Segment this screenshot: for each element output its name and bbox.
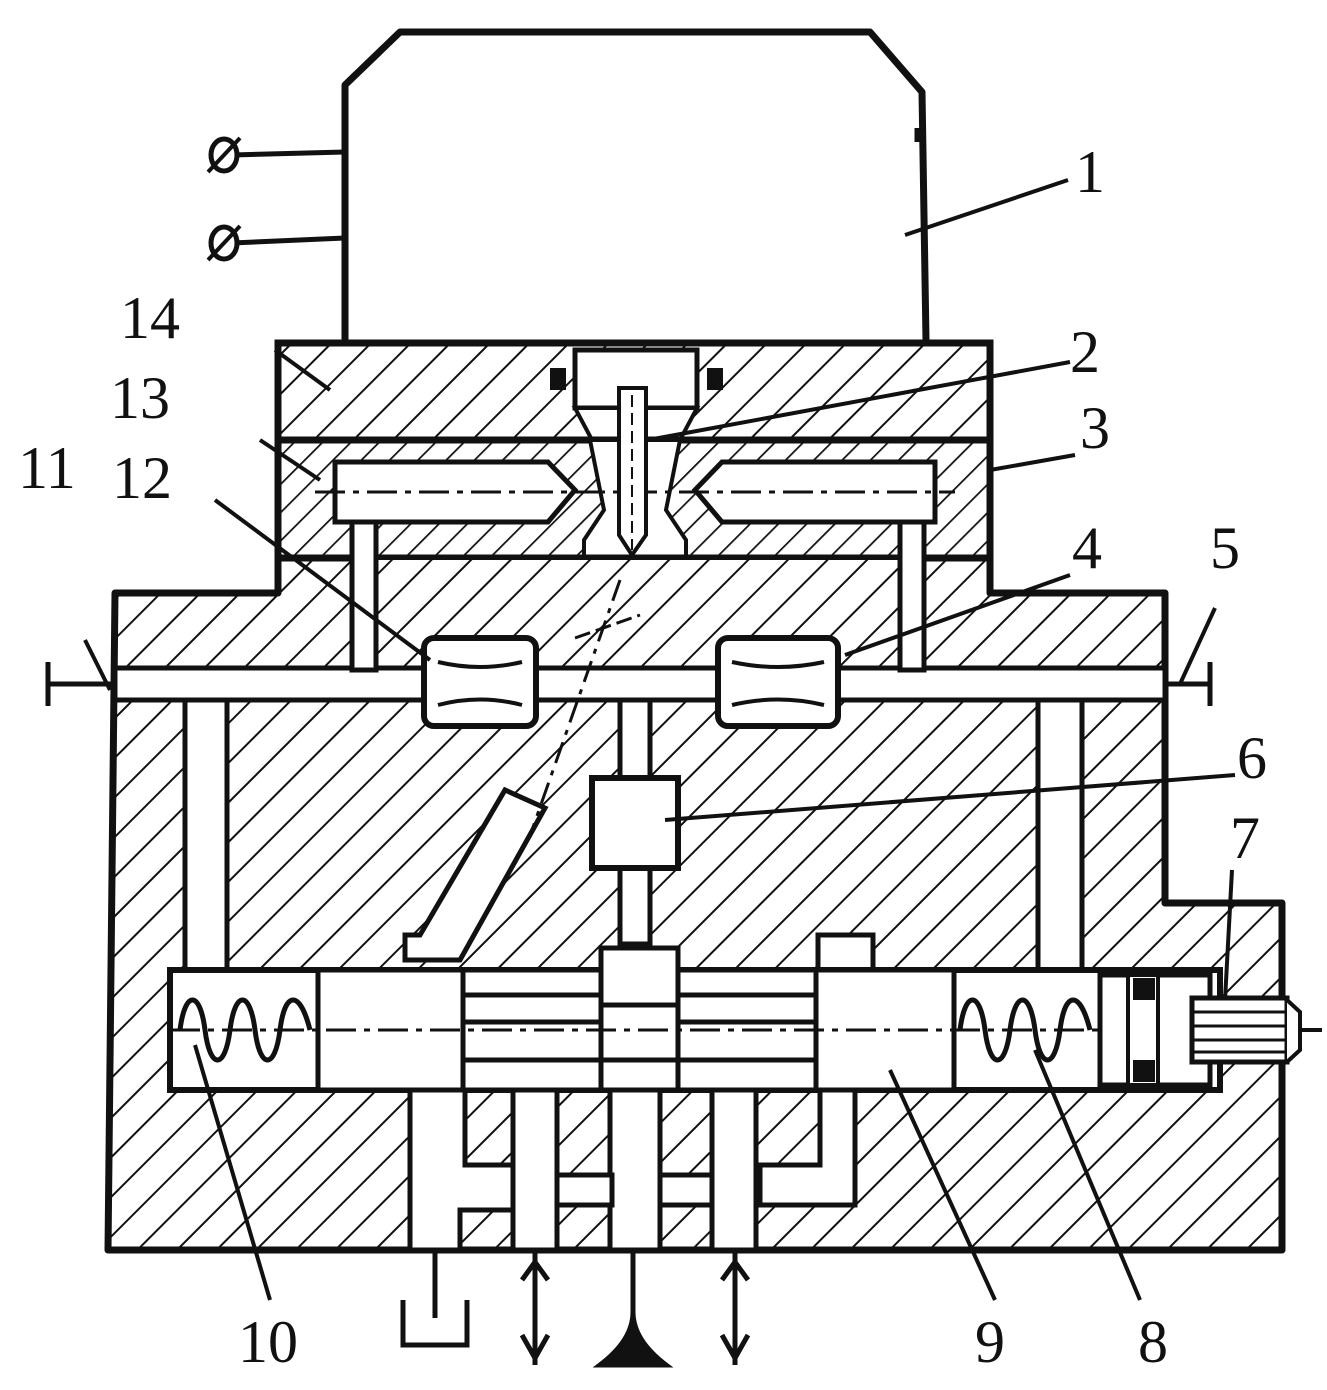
- label-3: 3: [1080, 395, 1110, 461]
- spool: [315, 945, 957, 1093]
- label-13: 13: [110, 365, 170, 431]
- fixed-orifices: [421, 635, 841, 729]
- electrical-terminals: [206, 136, 346, 262]
- label-11: 11: [18, 435, 76, 501]
- torque-motor: [341, 28, 930, 341]
- label-2: 2: [1070, 319, 1100, 385]
- label-5: 5: [1210, 515, 1240, 581]
- callout-labels: 1 2 3 4 5 6 7 8 9 10 11 12 13 14: [18, 139, 1267, 1375]
- label-8: 8: [1138, 1309, 1168, 1375]
- label-7: 7: [1230, 805, 1260, 871]
- ports-side: [45, 662, 1213, 706]
- chamber: [589, 775, 681, 871]
- flapper: [617, 386, 648, 559]
- label-10: 10: [238, 1309, 298, 1375]
- label-6: 6: [1237, 725, 1267, 791]
- leader-lines: [83, 178, 1236, 1301]
- end-plug: [1097, 972, 1322, 1088]
- top-cover: [274, 339, 994, 444]
- label-12: 12: [112, 445, 172, 511]
- label-9: 9: [975, 1309, 1005, 1375]
- label-14: 14: [120, 285, 180, 351]
- springs: [177, 997, 1093, 1063]
- label-4: 4: [1072, 515, 1102, 581]
- label-1: 1: [1075, 139, 1105, 205]
- feedback-line: [530, 579, 622, 831]
- port-symbols: [400, 1250, 751, 1368]
